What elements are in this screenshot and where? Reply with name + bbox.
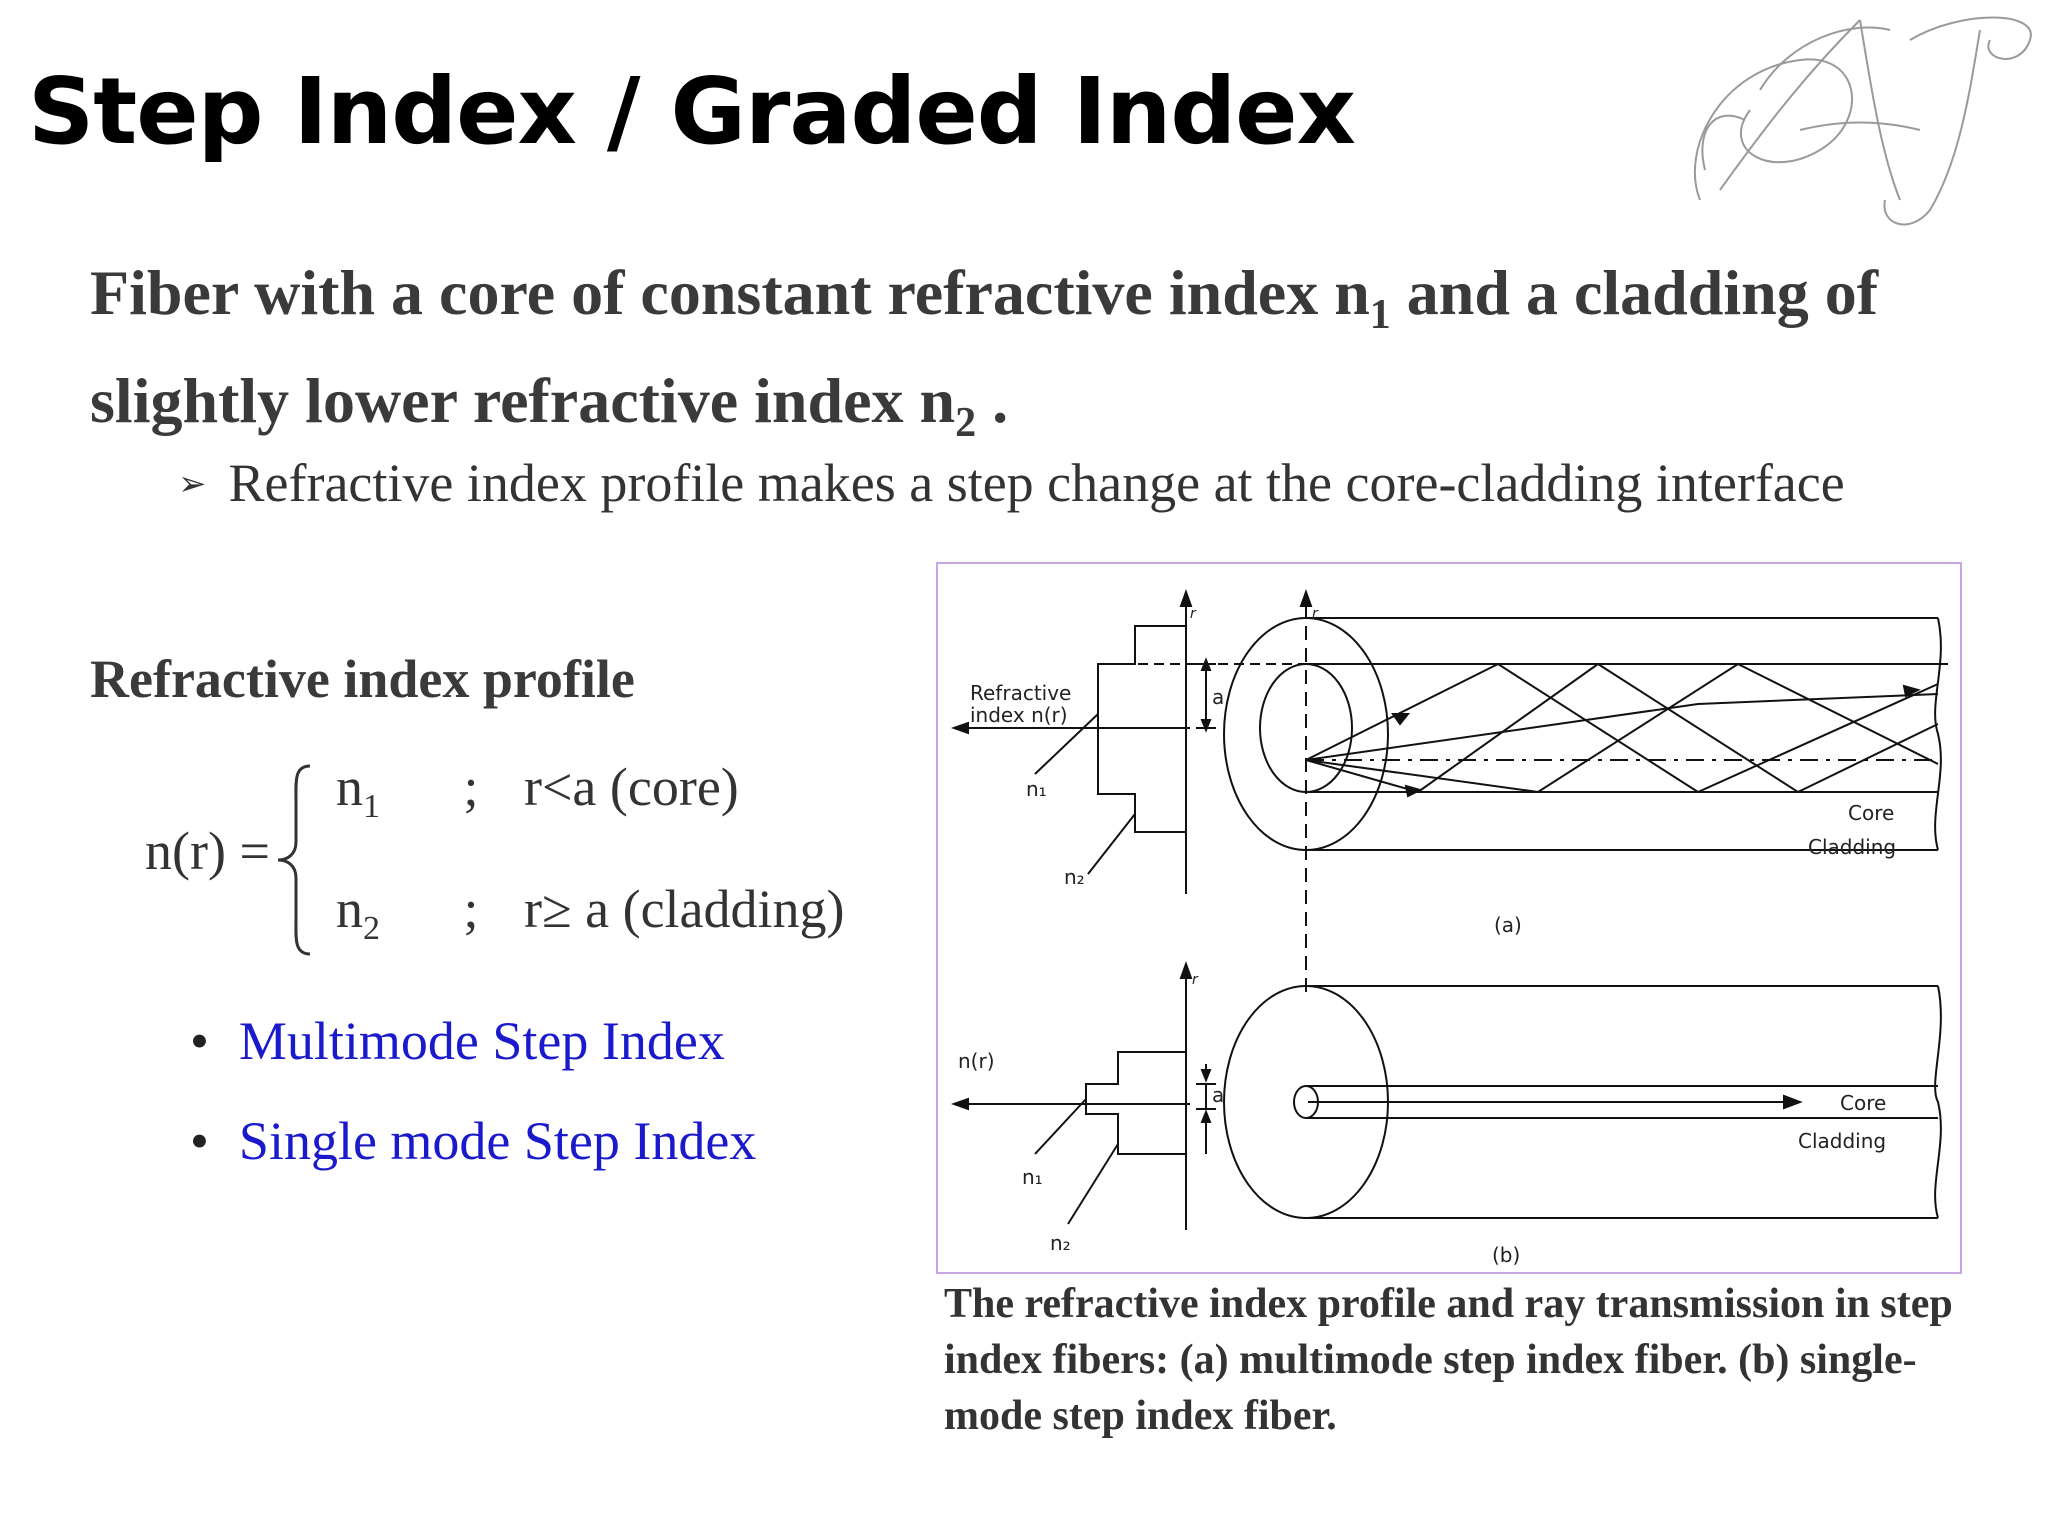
cladding-label-b: Cladding [1798, 1129, 1886, 1153]
eq-condition-core: r<a (core) [524, 757, 739, 817]
ray-a-1 [1305, 662, 1939, 794]
n1-leader-a [1034, 713, 1099, 775]
equation-row-core: n1; r<a (core) [336, 756, 739, 826]
eq-semicolon-1: ; [463, 757, 479, 817]
bullet-item: ➢ Refractive index profile makes a step c… [178, 452, 1845, 514]
fiber-break-a [1934, 617, 1942, 851]
n-axis-arrow-a [951, 721, 969, 735]
bullet-dot-icon: • [190, 1011, 209, 1071]
mode-item-multimode: • Multimode Step Index [190, 1010, 725, 1072]
mode-item-single-mode: • Single mode Step Index [190, 1110, 756, 1172]
ray-a-4 [1305, 662, 1939, 794]
ray-a-3 [1305, 693, 1939, 761]
eq-n1-sub: 1 [363, 787, 380, 825]
a-label-a: a [1212, 685, 1224, 709]
curly-brace-icon [277, 764, 311, 956]
bullet-text: Refractive index profile makes a step ch… [228, 453, 1845, 513]
r-label-center-a: r [1312, 606, 1319, 622]
fiber-figure: r r Refractive index n(r) a n₁ n₂ Core C… [936, 562, 1962, 1274]
core-label-a: Core [1848, 801, 1894, 825]
equation-row-cladding: n2; r≥ a (cladding) [336, 878, 845, 948]
bullet-dot-icon: • [190, 1111, 209, 1171]
r-axis-arrow-a [1179, 589, 1193, 607]
slide-title: Step Index / Graded Index [28, 58, 1356, 165]
equation-lhs: n(r) = [145, 821, 270, 881]
a-label-b: a [1212, 1083, 1224, 1107]
intro-text-3: . [976, 364, 1009, 436]
eq-semicolon-2: ; [463, 879, 479, 939]
nr-label-b: n(r) [958, 1049, 995, 1073]
n1-label-b: n₁ [1022, 1165, 1043, 1189]
mode-label: Single mode Step Index [238, 1111, 757, 1171]
intro-sub-2: 2 [955, 399, 977, 446]
eq-n2-sub: 2 [363, 909, 380, 947]
intro-paragraph: Fiber with a core of constant refractive… [90, 250, 1970, 466]
r-label-a: r [1190, 606, 1197, 622]
profile-heading: Refractive index profile [90, 649, 635, 709]
intro-sub-1: 1 [1369, 291, 1391, 338]
refractive-label-a: Refractive [970, 681, 1071, 705]
n2-label-a: n₂ [1064, 865, 1085, 889]
figure-caption: The refractive index profile and ray tra… [944, 1281, 1953, 1439]
fiber-break-b [1934, 985, 1942, 1219]
eq-condition-cladding: r≥ a (cladding) [524, 879, 845, 939]
core-label-b: Core [1840, 1091, 1886, 1115]
panel-label-b: (b) [1492, 1243, 1520, 1267]
aj-monogram-logo: AJ [1694, 16, 2032, 226]
index-label-a: index n(r) [970, 703, 1068, 727]
mode-label: Multimode Step Index [238, 1011, 725, 1071]
eq-n1: n [336, 757, 363, 817]
fiber-diagram: r r Refractive index n(r) a n₁ n₂ Core C… [951, 589, 1948, 1267]
n2-leader-b [1067, 1143, 1119, 1225]
intro-text-1: Fiber with a core of constant refractive… [90, 257, 1370, 328]
n1-label-a: n₁ [1026, 777, 1047, 801]
n2-leader-a [1087, 813, 1136, 875]
ray-a-2 [1305, 662, 1939, 794]
cladding-label-a: Cladding [1808, 835, 1896, 859]
panel-label-a: (a) [1494, 913, 1522, 937]
n2-label-b: n₂ [1050, 1231, 1071, 1255]
r-label-b: r [1192, 972, 1199, 988]
arrow-bullet-icon: ➢ [178, 464, 207, 504]
n1-leader-b [1034, 1098, 1087, 1155]
eq-n2: n [336, 879, 363, 939]
intro-text-2: and a cladding of slightly lower refract… [90, 257, 1879, 436]
